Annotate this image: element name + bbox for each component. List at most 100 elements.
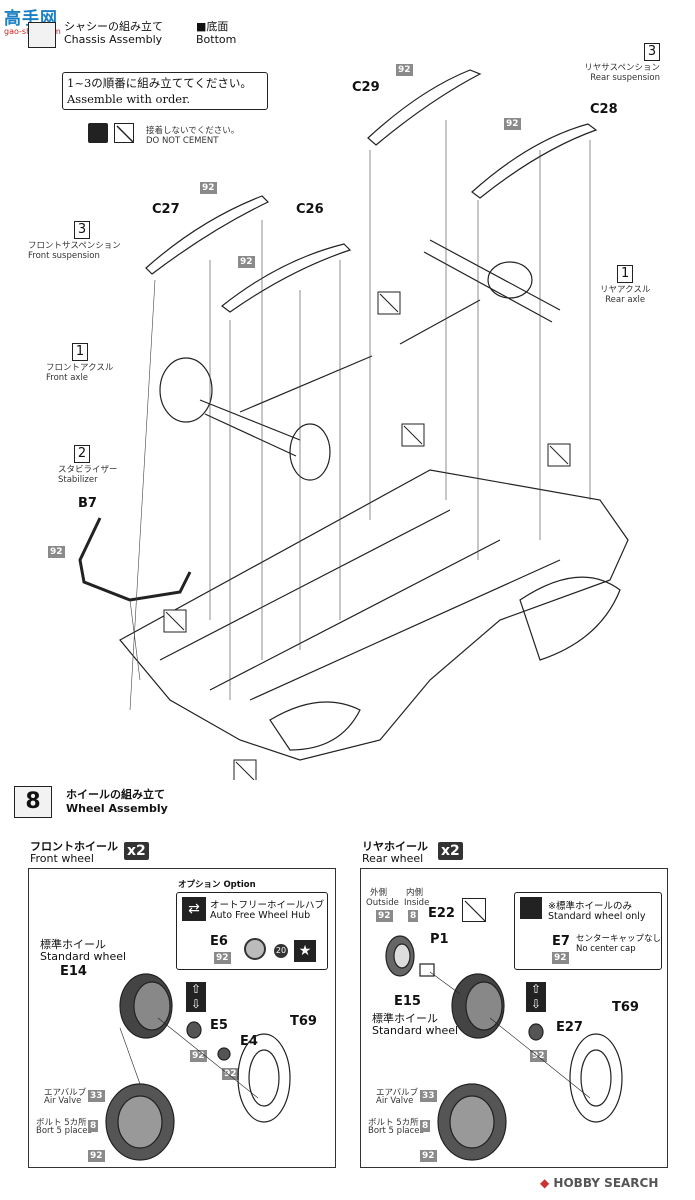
color-code: 92: [396, 64, 413, 76]
front-wheel-jp: フロントホイール: [30, 840, 118, 853]
group-en: Front axle: [46, 373, 89, 383]
group-jp: リヤサスペンション: [584, 63, 660, 73]
rear-wheel-en: Rear wheel: [362, 852, 424, 865]
no-cement-marker: [462, 898, 486, 922]
part-c27: C27: [152, 202, 180, 217]
group-rear-suspension: 3 リヤサスペンション Rear suspension: [584, 40, 660, 83]
group-stabilizer: 2 スタビライザー Stabilizer: [58, 442, 118, 485]
part-c29: C29: [352, 80, 380, 95]
front-valve-en: Air Valve: [44, 1096, 82, 1106]
leaf-spring-c29: [367, 69, 482, 146]
part-c26: C26: [296, 202, 324, 217]
direction-arrow-icon: ⇧⇩: [186, 982, 206, 1012]
color-code: 92: [420, 1150, 437, 1162]
part-t69-rear: T69: [612, 1000, 639, 1015]
group-jp: フロントサスペンション: [28, 241, 121, 251]
rear-bolt-en: Bort 5 places: [368, 1126, 424, 1136]
part-c28: C28: [590, 102, 618, 117]
front-std-jp: 標準ホイール: [40, 938, 106, 951]
chassis-diagram: [78, 69, 629, 780]
chassis-frame: [119, 469, 629, 761]
rear-std-jp: 標準ホイール: [372, 1012, 438, 1025]
color-code: 92: [214, 952, 231, 964]
option-jp: オートフリーホイールハブ: [210, 900, 325, 911]
front-axle-beam: [199, 399, 301, 457]
group-en: Rear suspension: [590, 73, 660, 83]
group-number: 3: [74, 221, 90, 239]
rear-inside-jp: 内側: [406, 888, 424, 898]
rear-driveshaft: [399, 299, 481, 345]
rear-diff: [487, 261, 533, 299]
part-e15: E15: [394, 994, 421, 1009]
front-valve-jp: エアバルブ: [44, 1088, 87, 1098]
color-code: 92: [504, 118, 521, 130]
group-number: 1: [617, 265, 634, 283]
part-t69-front: T69: [290, 1014, 317, 1029]
color-code: 92: [238, 256, 255, 268]
front-wheel-en: Front wheel: [30, 852, 94, 865]
color-code: 92: [376, 910, 393, 922]
group-jp: スタビライザー: [58, 465, 118, 475]
color-code: 33: [420, 1090, 437, 1102]
rear-outside-en: Outside: [366, 898, 399, 908]
cement-icon: [88, 123, 108, 143]
footer-brand: HOBBY SEARCH: [553, 1176, 659, 1190]
step7-title-en: Chassis Assembly: [64, 33, 163, 46]
color-code: 8: [408, 910, 419, 922]
group-en: Stabilizer: [58, 475, 98, 485]
footer-brand-logo: ◆ HOBBY SEARCH: [540, 1176, 658, 1190]
color-code: 92: [48, 546, 65, 558]
part-e22: E22: [428, 906, 455, 921]
cement-icon: [520, 897, 542, 919]
rear-axle-beam: [423, 239, 561, 323]
part-p1: P1: [430, 932, 449, 947]
front-wheel-qty: x2: [124, 842, 149, 860]
rear-valve-en: Air Valve: [376, 1096, 414, 1106]
no-cement-jp: 接着しないでください。: [146, 126, 240, 136]
rear-outside-jp: 外側: [370, 888, 388, 898]
rear-wheel-jp: リヤホイール: [362, 840, 428, 853]
group-jp: リヤアクスル: [600, 285, 651, 295]
std-only-en: Standard wheel only: [548, 911, 646, 922]
order-note-jp: 1~3の順番に組み立ててください。: [67, 76, 252, 90]
no-cap-en: No center cap: [576, 944, 636, 954]
part-e5: E5: [210, 1018, 228, 1033]
step8-number: 8: [14, 786, 52, 818]
rear-wheel-panel: [360, 868, 668, 1168]
group-front-suspension: 3 フロントサスペンション Front suspension: [28, 218, 121, 261]
group-rear-axle: 1 リヤアクスル Rear axle: [600, 262, 650, 305]
part-e14: E14: [60, 964, 87, 979]
front-axle-hub-right: [289, 423, 331, 481]
front-axle-hub-left: [159, 357, 213, 423]
no-cement-icon: [114, 123, 134, 143]
decal-hub-icon: [244, 938, 266, 960]
color-code: 92: [552, 952, 569, 964]
rear-inside-en: Inside: [404, 898, 430, 908]
group-number: 2: [74, 445, 90, 463]
leaf-spring-c27: [145, 195, 270, 275]
option-arrows-icon: ⇄: [182, 897, 206, 921]
color-code: 92: [88, 1150, 105, 1162]
step7-view-jp: ■底面: [196, 20, 229, 33]
step8-title-jp: ホイールの組み立て: [66, 788, 165, 801]
decal-number: 20: [274, 944, 288, 958]
group-jp: フロントアクスル: [46, 363, 114, 373]
no-cap-jp: センターキャップなし: [576, 934, 662, 944]
rear-std-en: Standard wheel: [372, 1024, 459, 1037]
leaf-spring-c28: [471, 123, 598, 199]
option-label: オプション Option: [178, 880, 256, 890]
group-en: Rear axle: [605, 295, 646, 305]
order-note-en: Assemble with order.: [67, 92, 191, 106]
stabilizer-bar: [78, 517, 192, 602]
color-code: 92: [200, 182, 217, 194]
front-wheel-diagram: [105, 973, 291, 1161]
direction-arrow-icon: ⇧⇩: [526, 982, 546, 1012]
part-e6: E6: [210, 934, 228, 949]
step7-title-jp: シャシーの組み立て: [64, 20, 163, 33]
rear-bolt-jp: ボルト 5カ所: [368, 1118, 419, 1128]
rear-wheel-qty: x2: [438, 842, 463, 860]
part-e7: E7: [552, 934, 570, 949]
leaf-spring-c26: [221, 243, 352, 313]
option-en: Auto Free Wheel Hub: [210, 910, 311, 921]
front-std-en: Standard wheel: [40, 950, 127, 963]
